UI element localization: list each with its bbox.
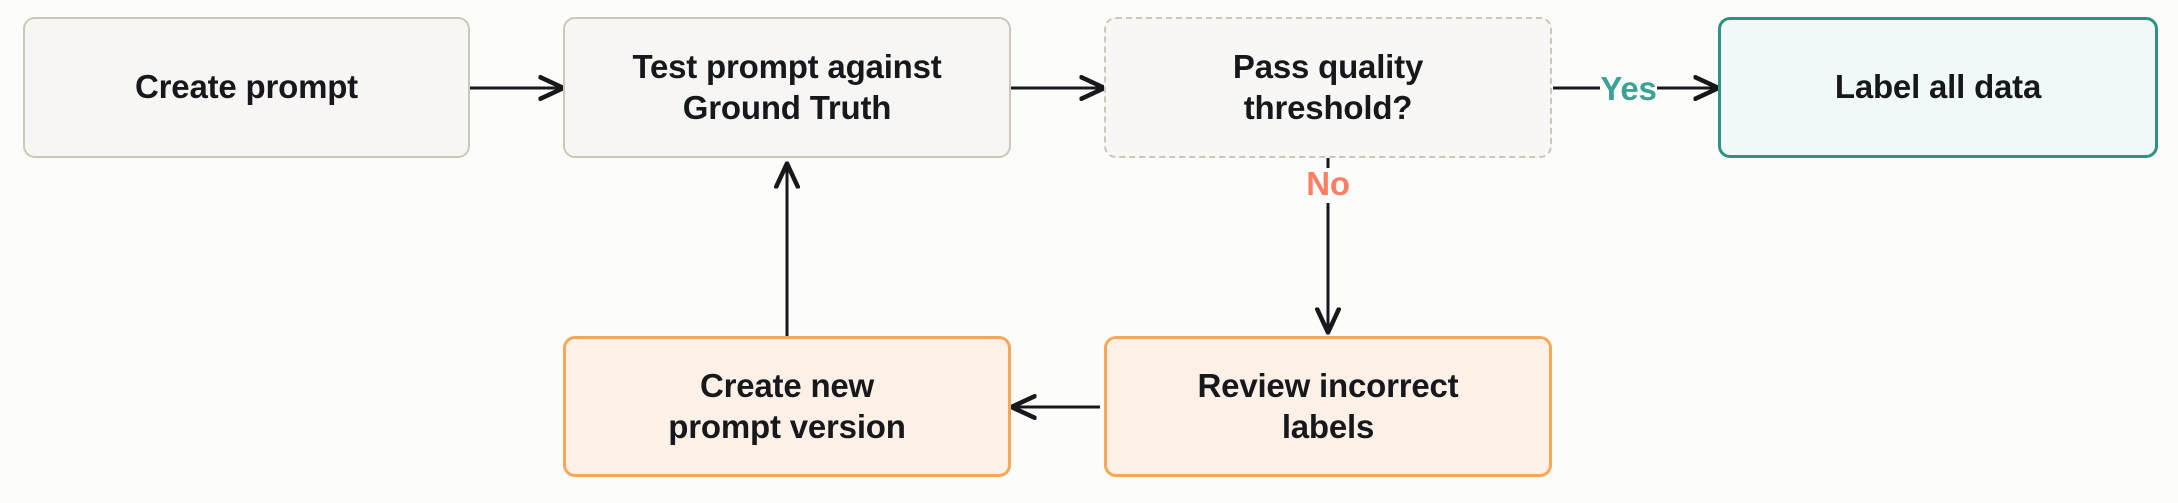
edge-label-no: No <box>1306 165 1350 202</box>
node-create-new-prompt-version[interactable]: Create new prompt version <box>563 336 1011 477</box>
node-create-prompt-label: Create prompt <box>135 68 358 106</box>
node-create-new-prompt-version-label: Create new prompt version <box>668 367 906 445</box>
node-label-all-data[interactable]: Label all data <box>1718 17 2158 158</box>
node-test-prompt[interactable]: Test prompt against Ground Truth <box>563 17 1011 158</box>
node-review-incorrect-labels-label: Review incorrect labels <box>1197 367 1459 445</box>
node-review-incorrect-labels[interactable]: Review incorrect labels <box>1104 336 1552 477</box>
node-create-prompt[interactable]: Create prompt <box>23 17 470 158</box>
edge-label-yes: Yes <box>1600 70 1657 107</box>
node-test-prompt-label: Test prompt against Ground Truth <box>632 48 942 126</box>
node-pass-quality-threshold[interactable]: Pass quality threshold? <box>1104 17 1552 158</box>
node-label-all-data-label: Label all data <box>1834 68 2042 106</box>
node-pass-quality-threshold-label: Pass quality threshold? <box>1232 48 1424 126</box>
